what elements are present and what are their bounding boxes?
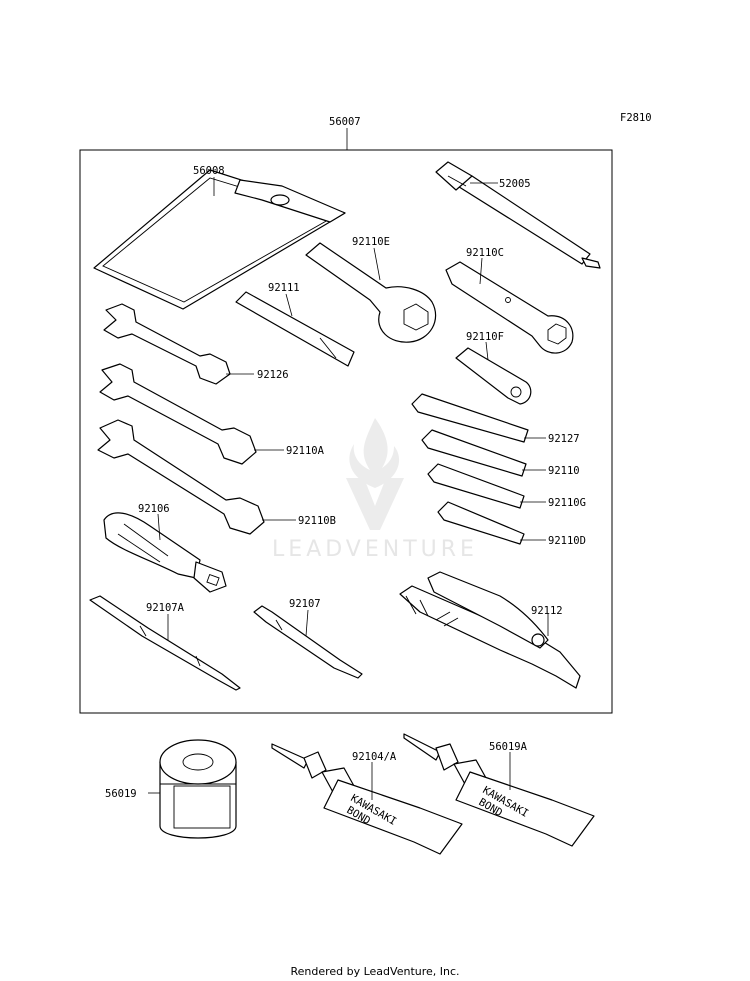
- open-wrench-b: [97, 419, 265, 535]
- open-wrench-small: [103, 303, 231, 385]
- tool-bag: [93, 169, 346, 310]
- label-92110B: 92110B: [298, 515, 336, 527]
- label-52005: 52005: [499, 178, 531, 190]
- grease-can: [159, 739, 237, 839]
- screwdriver-bit-a: [89, 595, 241, 691]
- watermark: LEADVENTURE: [272, 418, 478, 562]
- bond-tube-2: KAWASAKI BOND: [403, 733, 595, 847]
- label-92107: 92107: [289, 598, 321, 610]
- label-92110F: 92110F: [466, 331, 504, 343]
- figure-code: F2810: [620, 112, 652, 124]
- hex-key-92110D: [437, 501, 525, 545]
- label-56019A: 56019A: [489, 741, 528, 753]
- socket-wrench-f: [455, 347, 532, 405]
- kit-label: 56007: [329, 116, 361, 128]
- handle-bar: [235, 291, 355, 367]
- watermark-v-icon: [346, 478, 404, 530]
- label-92112: 92112: [531, 605, 563, 617]
- label-bag: 56008: [193, 165, 225, 177]
- label-92106: 92106: [138, 503, 170, 515]
- watermark-text: LEADVENTURE: [272, 537, 478, 562]
- socket-wrench-c: [445, 261, 574, 354]
- label-92110A: 92110A: [286, 445, 325, 457]
- label-92126: 92126: [257, 369, 289, 381]
- kit-frame: [79, 149, 613, 714]
- watermark-flame-icon: [349, 418, 400, 488]
- label-92110D: 92110D: [548, 535, 586, 547]
- spark-plug-wrench-handle: [435, 161, 601, 269]
- offset-box-wrench: [305, 242, 437, 343]
- label-92110: 92110: [548, 465, 580, 477]
- screwdriver-bit: [253, 605, 363, 679]
- hex-key-92127: [411, 393, 529, 443]
- open-wrench-a: [99, 363, 257, 465]
- pliers: [399, 571, 581, 689]
- label-92111: 92111: [268, 282, 300, 294]
- label-92110C: 92110C: [466, 247, 504, 259]
- label-92110G: 92110G: [548, 497, 586, 509]
- label-92127: 92127: [548, 433, 580, 445]
- footer-credit: Rendered by LeadVenture, Inc.: [290, 965, 459, 978]
- label-92104A: 92104/A: [352, 751, 397, 763]
- label-56019: 56019: [105, 788, 137, 800]
- bond-tube-1: KAWASAKI BOND: [271, 743, 463, 855]
- label-92107A: 92107A: [146, 602, 185, 614]
- screwdriver-handle: [103, 512, 227, 593]
- label-92110E: 92110E: [352, 236, 390, 248]
